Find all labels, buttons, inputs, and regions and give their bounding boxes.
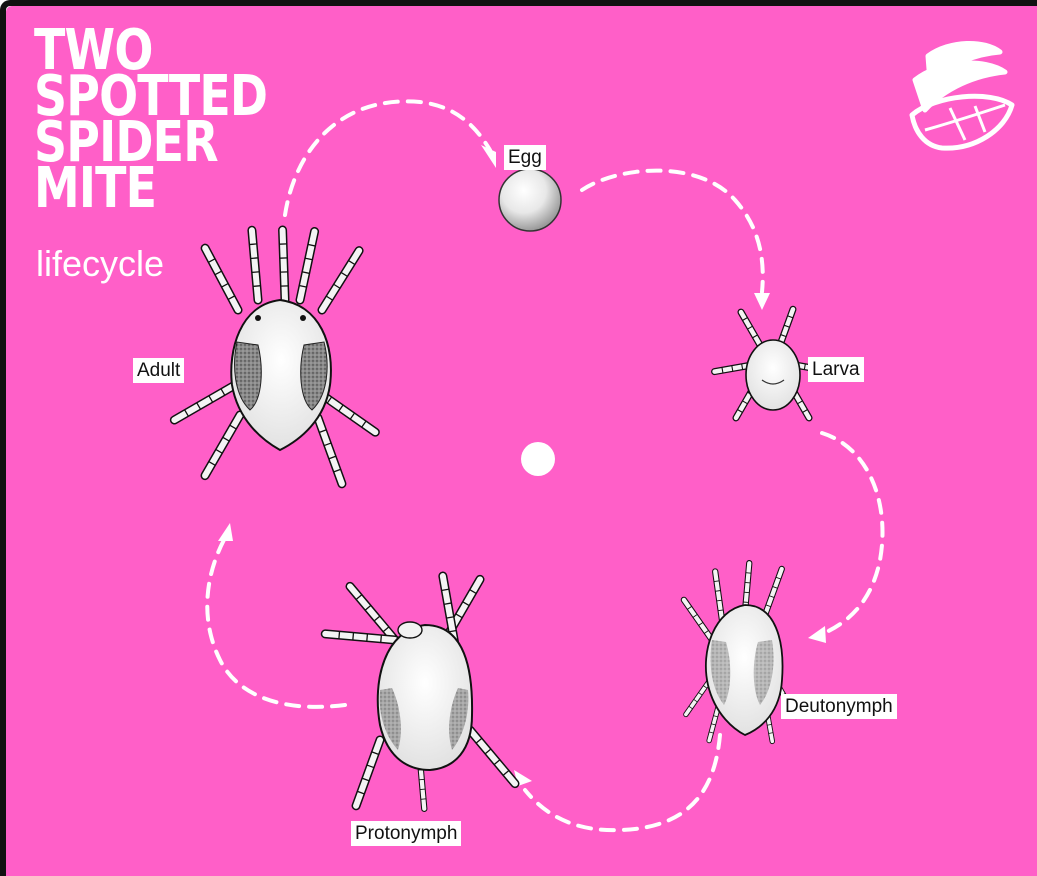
diagram-subtitle: lifecycle bbox=[36, 244, 164, 284]
egg-illustration bbox=[499, 169, 561, 231]
title-line-4: MITE bbox=[34, 166, 267, 212]
label-larva: Larva bbox=[808, 357, 864, 382]
diagram-title: TWO SPOTTED SPIDER MITE bbox=[34, 28, 267, 212]
center-dot bbox=[521, 442, 555, 476]
label-egg: Egg bbox=[504, 145, 546, 170]
label-protonymph: Protonymph bbox=[351, 821, 461, 846]
diagram-canvas: TWO SPOTTED SPIDER MITE lifecycle Egg La… bbox=[6, 6, 1037, 876]
label-deutonymph: Deutonymph bbox=[781, 694, 897, 719]
label-adult: Adult bbox=[133, 358, 184, 383]
